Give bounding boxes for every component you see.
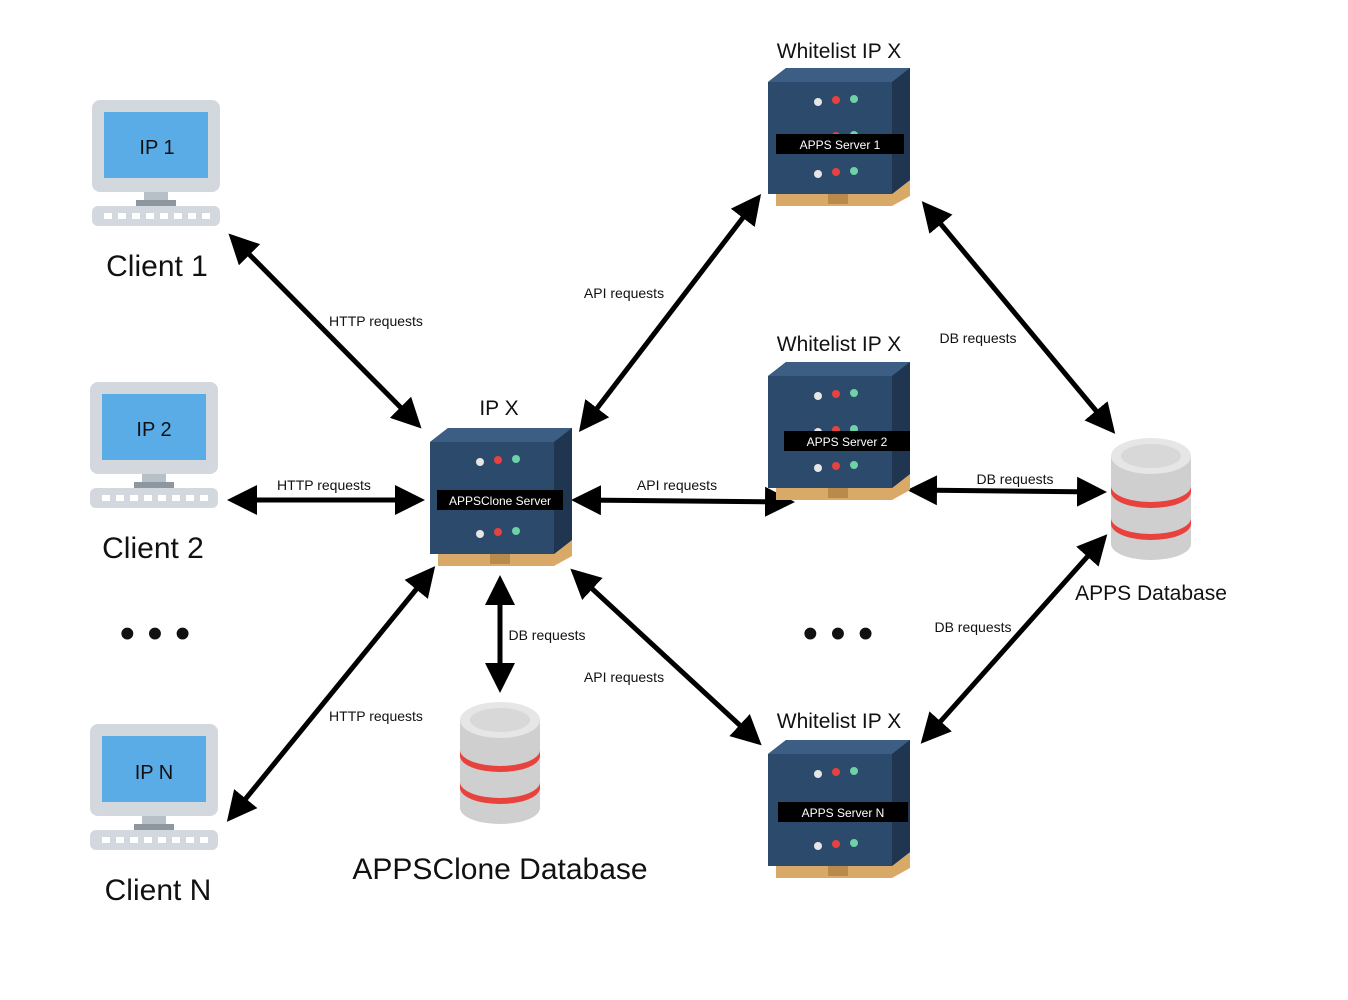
database-label: APPSClone Database: [352, 853, 647, 886]
server-tag: APPS Server 2: [807, 435, 888, 449]
server-title: Whitelist IP X: [777, 710, 901, 733]
client-label: Client N: [105, 874, 212, 907]
server-tag: APPSClone Server: [449, 494, 551, 508]
http-arrow-client-n: [226, 566, 436, 822]
database-icon: [1111, 438, 1191, 560]
api-arrow-server-2: [571, 485, 795, 517]
client-1: IP 1 Client 1: [92, 100, 220, 283]
edge-label-db-2: DB requests: [976, 471, 1053, 487]
api-arrow-server-n: [570, 568, 762, 746]
client-ip-label: IP 2: [136, 419, 171, 441]
client-n: IP N Client N: [90, 724, 218, 907]
apps-database: APPS Database: [1075, 438, 1227, 605]
apps-server-1: Whitelist IP X APPS Server 1: [768, 40, 910, 206]
edge-label-api-2: API requests: [637, 477, 717, 493]
edge-labels: HTTP requests HTTP requests HTTP request…: [277, 285, 1053, 724]
server-title: Whitelist IP X: [777, 40, 901, 63]
db-arrow-server-1: [921, 201, 1116, 434]
edge-label-api-n: API requests: [584, 669, 664, 685]
db-arrow-server-2: [907, 475, 1107, 507]
database-icon: [460, 702, 540, 824]
edge-label-db-clone: DB requests: [508, 627, 585, 643]
connections: [226, 194, 1116, 822]
server-tag: APPS Server N: [802, 806, 885, 820]
edge-label-db-1: DB requests: [939, 330, 1016, 346]
apps-server-2: Whitelist IP X APPS Server 2: [768, 333, 910, 500]
edge-label-api-1: API requests: [584, 285, 664, 301]
database-label: APPS Database: [1075, 582, 1227, 605]
client-ip-label: IP 1: [139, 137, 174, 159]
monitor-icon: [90, 382, 218, 508]
server-tag: APPS Server 1: [800, 138, 881, 152]
client-2: IP 2 Client 2: [90, 382, 218, 565]
edge-label-db-n: DB requests: [934, 619, 1011, 635]
monitor-icon: [92, 100, 220, 226]
http-arrow-client-1: [228, 233, 422, 429]
servers-ellipsis: • • •: [803, 609, 874, 658]
appsclone-database: APPSClone Database: [352, 702, 648, 886]
clone-ip-label: IP X: [479, 397, 518, 420]
db-arrow-server-n: [920, 534, 1108, 744]
client-label: Client 2: [102, 532, 204, 565]
client-ip-label: IP N: [135, 762, 174, 784]
edge-label-http-n: HTTP requests: [329, 708, 423, 724]
edge-label-http-2: HTTP requests: [277, 477, 371, 493]
monitor-icon: [90, 724, 218, 850]
appsclone-server: IP X APPSClone Server: [430, 397, 572, 566]
apps-server-n: Whitelist IP X APPS Server N: [768, 710, 910, 878]
server-title: Whitelist IP X: [777, 333, 901, 356]
edge-label-http-1: HTTP requests: [329, 313, 423, 329]
client-label: Client 1: [106, 250, 208, 283]
api-arrow-server-1: [578, 194, 762, 432]
clients-ellipsis: • • •: [120, 609, 191, 658]
